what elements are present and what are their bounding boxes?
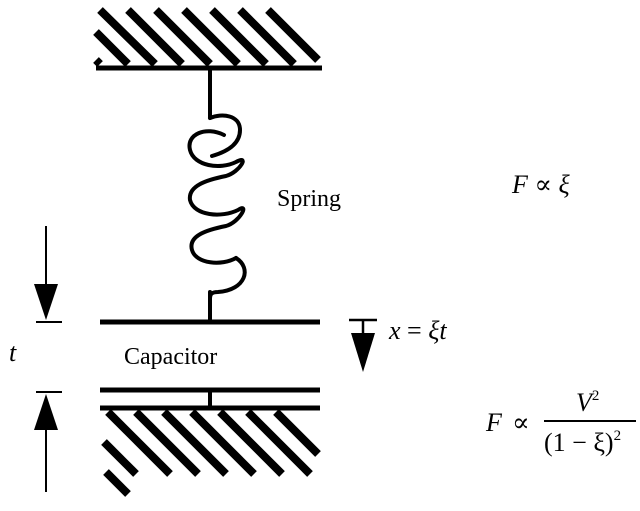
capacitor-label: Capacitor (124, 344, 217, 370)
bottom-fixed-support (101, 409, 321, 497)
svg-text:F: F (485, 408, 503, 437)
force-numerator: V2 (576, 388, 599, 417)
spring-force-equation: F ∝ ξ (511, 170, 571, 199)
top-fixed-support (93, 7, 321, 67)
gap-dimension-bottom-arrow (34, 391, 62, 492)
spring-label: Spring (277, 186, 341, 212)
spring (187, 66, 247, 324)
force-denominator: (1 − ξ)2 (544, 428, 621, 457)
gap-symbol: t (9, 338, 17, 367)
capacitor-force-equation: F ∝ V2 (1 − ξ)2 (485, 388, 636, 457)
displacement-equation: x = ξt (388, 316, 447, 345)
svg-text:∝: ∝ (512, 408, 530, 437)
gap-dimension-top-arrow (34, 226, 62, 323)
displacement-arrow (349, 318, 377, 372)
